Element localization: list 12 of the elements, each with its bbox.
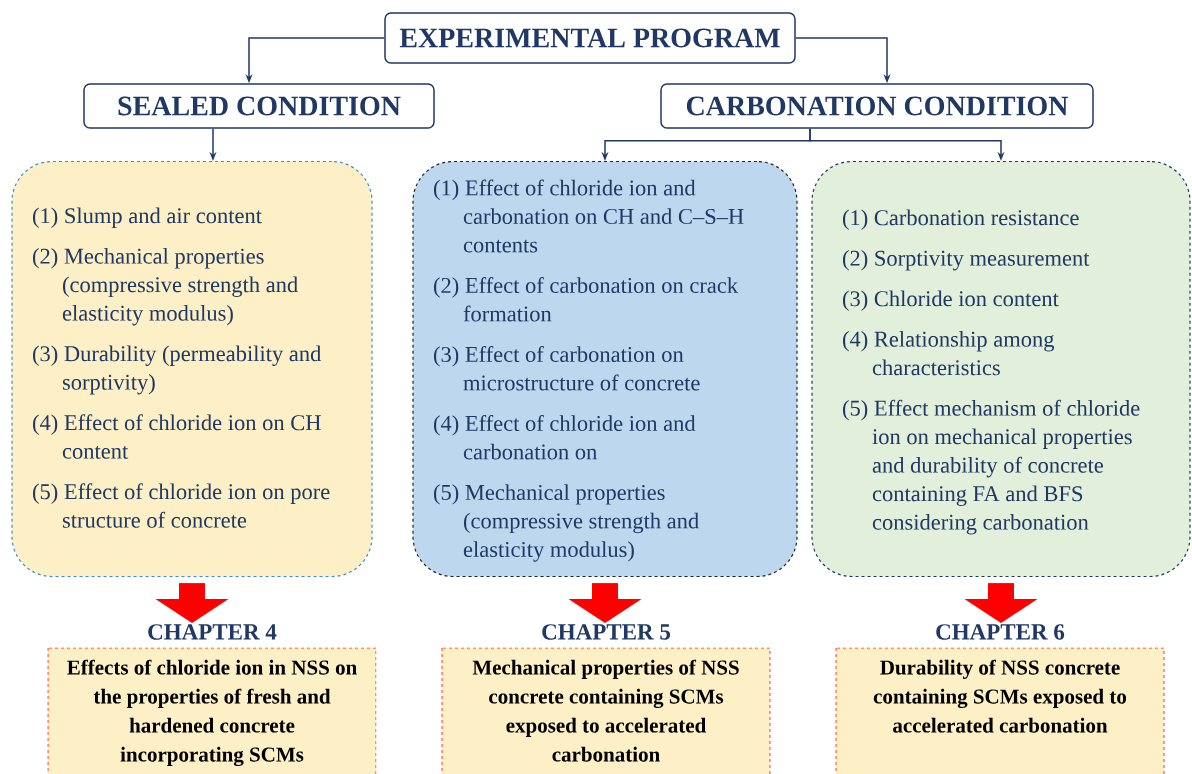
title-box: CARBONATION CONDITION [660, 83, 1094, 129]
chapter-box: CHAPTER 4 Effects of chloride ion in NSS on the properties of fresh and hardened concrete incorporating SCMs [47, 624, 377, 774]
chapter-box: CHAPTER 5 Mechanical properties of NSS concrete containing SCMs exposed to accelerated carbonation [441, 624, 771, 774]
list-box: (1) Effect of chloride ion and carbonation on CH and C–S–H contents (2) Effect of carbonation on crack formation (3) Effect of carbonation on microstructure of concrete (4) Effect of chloride ion and carbonation on (5) Mechanical properties (compressive strength and elasticity modulus) [412, 160, 798, 578]
list-box: (1) Carbonation resistance (2) Sorptivity measurement (3) Chloride ion content (4) Relationship among characteristics (5) Effect mechanism of chloride ion on mechanical properties and durability of concrete containing FA and BFS considering carbonation [811, 160, 1191, 578]
node-label: CHAPTER 5 [542, 624, 671, 640]
node-label: CHAPTER 6 [936, 624, 1065, 640]
title-box: SEALED CONDITION [83, 83, 435, 129]
list-box: (1) Slump and air content (2) Mechanical properties (compressive strength and elasticity modulus) (3) Durability (permeability and sorptivity) (4) Effect of chloride ion on CH content (5) Effect of chloride ion on pore structure of concrete [11, 160, 373, 578]
title-box: EXPERIMENTAL PROGRAM [384, 12, 796, 64]
chapter-box: CHAPTER 6 Durability of NSS concrete containing SCMs exposed to accelerated carbonation [835, 624, 1165, 774]
node-label: CHAPTER 4 [148, 624, 277, 640]
